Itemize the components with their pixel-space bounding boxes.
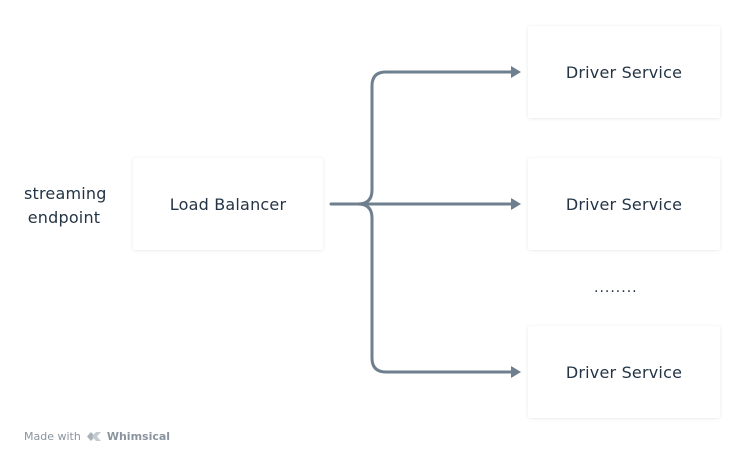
- driver-service-node-2[interactable]: Driver Service: [528, 158, 720, 250]
- driver-service-label-2: Driver Service: [565, 194, 683, 214]
- whimsical-logo-icon: [86, 432, 101, 441]
- whimsical-brand-text: Whimsical: [106, 430, 171, 443]
- connector-to-service-3: [356, 202, 514, 374]
- arrowhead-service-3: [511, 366, 521, 378]
- driver-service-label-1: Driver Service: [565, 62, 683, 82]
- streaming-endpoint-line2: endpoint: [27, 208, 101, 227]
- driver-service-node-3[interactable]: Driver Service: [528, 326, 720, 418]
- driver-service-label-3: Driver Service: [565, 362, 683, 382]
- arrowhead-service-1: [511, 66, 521, 78]
- made-with-text: Made with: [24, 430, 81, 443]
- arrowhead-service-2: [511, 198, 521, 210]
- connector-to-service-1: [356, 70, 514, 206]
- made-with-footer[interactable]: Made with Whimsical: [24, 430, 170, 443]
- streaming-endpoint-label: streaming endpoint: [24, 182, 107, 230]
- load-balancer-label: Load Balancer: [169, 194, 287, 214]
- driver-service-node-1[interactable]: Driver Service: [528, 26, 720, 118]
- more-services-ellipsis: ........: [594, 280, 638, 296]
- load-balancer-node[interactable]: Load Balancer: [133, 158, 323, 250]
- streaming-endpoint-line1: streaming: [24, 184, 107, 203]
